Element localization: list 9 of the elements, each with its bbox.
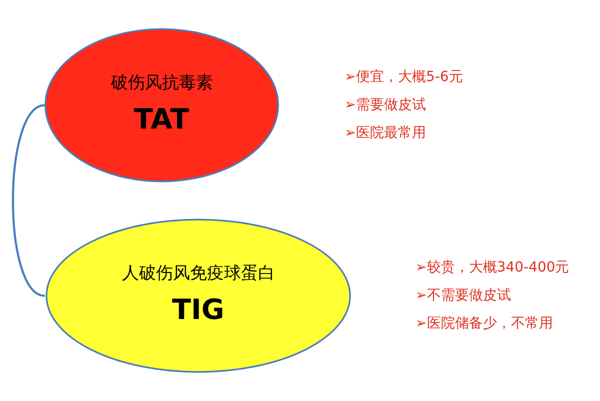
- node-ellipse: 破伤风抗毒素 TAT: [44, 28, 279, 182]
- node-label: ➢较贵，大概340-400元: [415, 259, 570, 276]
- node-label: ➢医院储备少，不常用: [415, 315, 553, 332]
- node-ellipse: 人破伤风免疫球蛋白 TIG: [46, 218, 351, 373]
- node-label: ➢需要做皮试: [344, 96, 426, 113]
- node-label: ➢医院最常用: [344, 124, 426, 141]
- connector: [12, 104, 46, 297]
- node-label: ➢不需要做皮试: [415, 287, 511, 304]
- node-label: ➢便宜，大概5-6元: [344, 68, 463, 85]
